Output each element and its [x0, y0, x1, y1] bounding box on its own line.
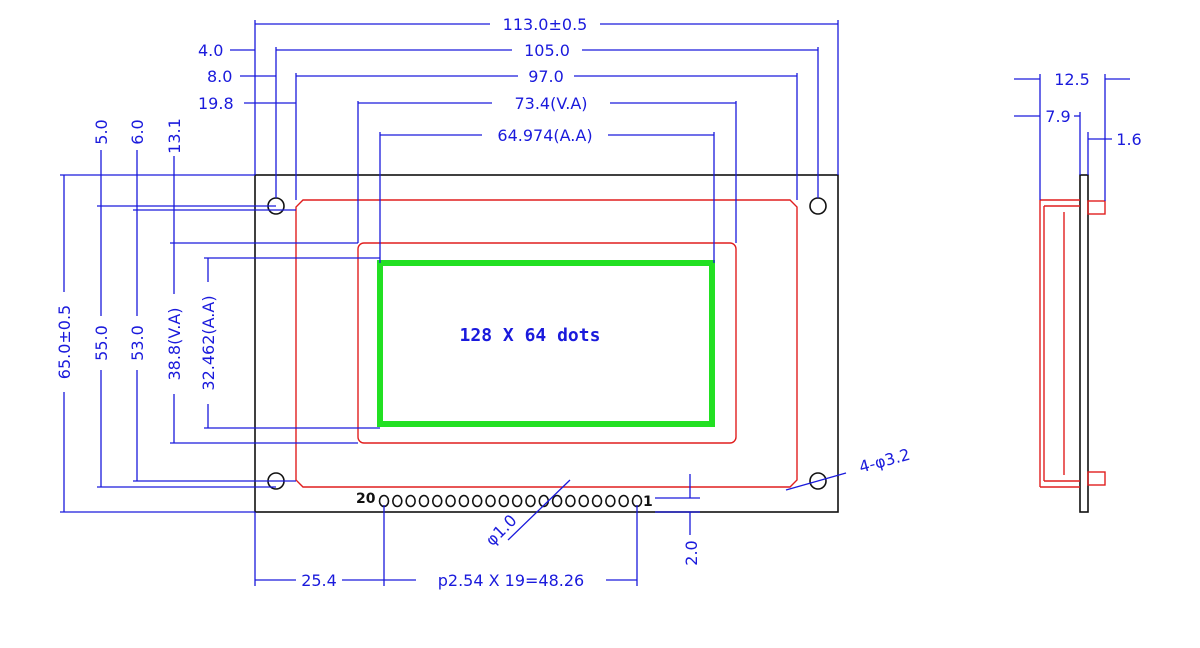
- dimension-lines-top: [230, 20, 839, 263]
- dim-active-area-height: 32.462(A.A): [199, 295, 218, 390]
- pin-pad: [458, 494, 470, 508]
- dim-bezel-offset-x: 8.0: [207, 67, 232, 86]
- mounting-hole: [809, 197, 827, 215]
- pin-pad: [631, 494, 643, 508]
- pin-pad: [405, 494, 416, 508]
- active-area-outline: [377, 260, 715, 427]
- pin-20-label: 20: [356, 491, 376, 507]
- dim-viewing-area-width: 73.4(V.A): [514, 94, 587, 113]
- dim-hole-offset-x: 4.0: [198, 41, 223, 60]
- dimension-lines-left: [60, 150, 380, 513]
- dim-hole-pitch-height: 55.0: [92, 325, 111, 361]
- pin-pad: [618, 494, 629, 508]
- dim-bezel-offset-y: 6.0: [128, 119, 147, 144]
- pin-pad: [565, 494, 576, 508]
- dim-bezel-height: 53.0: [128, 325, 147, 361]
- dim-bezel-width: 97.0: [528, 67, 564, 86]
- pin-pad: [605, 494, 616, 508]
- dim-hole-offset-y: 5.0: [92, 119, 111, 144]
- dimension-lines-bottom: [254, 472, 847, 586]
- dim-side-module-depth: 7.9: [1045, 107, 1070, 126]
- pin-pad: [511, 494, 523, 508]
- dim-side-thickness-total: 12.5: [1054, 70, 1090, 89]
- mounting-hole: [809, 472, 827, 490]
- pin-pad: [485, 494, 496, 508]
- bezel-outline: [295, 199, 798, 488]
- dim-active-area-width: 64.974(A.A): [497, 126, 592, 145]
- resolution-label: 128 X 64 dots: [460, 325, 601, 346]
- dim-hole-pitch-width: 105.0: [524, 41, 570, 60]
- pin-pad: [431, 494, 443, 508]
- pin-pad: [418, 494, 430, 508]
- dim-overall-height: 65.0±0.5: [55, 305, 74, 379]
- pin-pad: [498, 494, 510, 508]
- pin-pad: [392, 494, 403, 508]
- pin-pad: [578, 494, 590, 508]
- side-view: [1014, 74, 1130, 513]
- dim-pin-first-offset: 25.4: [301, 571, 337, 590]
- dim-mounting-holes: 4-φ3.2: [857, 445, 912, 477]
- pin-1-label: 1: [643, 494, 653, 510]
- dim-side-pcb-thickness: 1.6: [1116, 130, 1141, 149]
- viewing-area-outline: [357, 242, 737, 444]
- dim-va-offset-y: 13.1: [165, 118, 184, 154]
- dim-overall-width: 113.0±0.5: [503, 15, 588, 34]
- pin-pad: [551, 494, 563, 508]
- pin-pad: [525, 494, 536, 508]
- dim-pin-diameter: φ1.0: [482, 511, 521, 550]
- dim-va-offset-x: 19.8: [198, 94, 234, 113]
- pin-pad: [445, 494, 456, 508]
- pin-pad: [471, 494, 483, 508]
- dim-viewing-area-height: 38.8(V.A): [165, 307, 184, 380]
- pin-row: [378, 494, 643, 508]
- dim-pin-edge-offset: 2.0: [682, 540, 701, 565]
- pcb-outline: [254, 174, 839, 513]
- pin-pad: [591, 494, 603, 508]
- dim-pin-pitch: p2.54 X 19=48.26: [438, 571, 584, 590]
- pin-pad: [378, 494, 390, 508]
